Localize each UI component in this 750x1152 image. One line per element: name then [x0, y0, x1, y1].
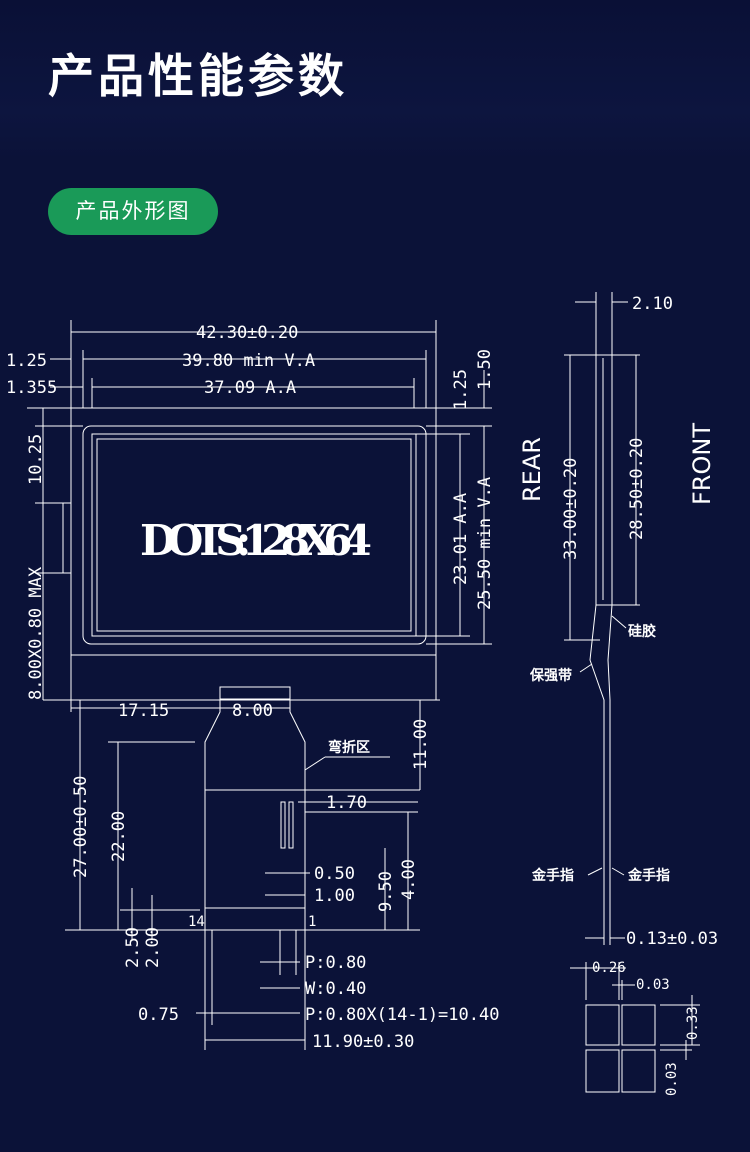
display-dots-text: DOTS:128X64: [140, 516, 372, 565]
pin-1-label: 1: [308, 914, 316, 930]
side-height-2-label: 28.50±0.20: [627, 438, 647, 540]
gold-finger-label-1: 金手指: [531, 867, 574, 884]
finger-width-label: 11.90±0.30: [312, 1032, 414, 1052]
fpc-top-label: 11.00: [411, 719, 431, 770]
bend-area-label: 弯折区: [328, 739, 370, 756]
bump-size-label: 8.00X0.80 MAX: [26, 566, 46, 700]
outline-width-label: 42.30±0.20: [196, 323, 298, 343]
fpc-offset-label: 17.15: [118, 701, 169, 721]
right-margin-1-label: 1.50: [475, 349, 495, 390]
square-dim-1-label: 0.26: [592, 960, 626, 976]
front-label: FRONT: [688, 423, 716, 505]
pad-3-label: 1.00: [314, 886, 355, 906]
pin-14-label: 14: [188, 914, 205, 930]
aa-width-label: 37.09 A.A: [204, 378, 296, 398]
pad-4-label: 9.50: [376, 871, 396, 912]
width-label: W:0.40: [305, 979, 366, 999]
thickness-label: 2.10: [632, 294, 673, 314]
square-dim-2-label: 0.03: [636, 977, 670, 993]
va-width-label: 39.80 min V.A: [182, 351, 315, 371]
left-offset-label: 10.25: [26, 434, 46, 485]
total-length-label: 27.00±0.50: [71, 776, 91, 878]
header-banner: [0, 0, 750, 160]
va-height-label: 25.50 min V.A: [475, 477, 495, 610]
fpc-thickness-label: 0.13±0.03: [626, 929, 718, 949]
side-height-1-label: 33.00±0.20: [561, 458, 581, 560]
dim-250-label: 2.50: [123, 927, 143, 968]
pad-1-label: 1.70: [326, 793, 367, 813]
gold-finger-label-2: 金手指: [627, 867, 670, 884]
edge-label: 0.75: [138, 1005, 179, 1025]
right-margin-2-label: 1.25: [451, 369, 471, 410]
fpc-width-label: 8.00: [232, 701, 273, 721]
silicone-label: 硅胶: [628, 623, 656, 640]
fpc-length-label: 22.00: [109, 811, 129, 862]
page-title: 产品性能参数: [48, 49, 348, 103]
protect-tape-label: 保强带: [529, 667, 572, 684]
left-margin-2-label: 1.355: [6, 378, 57, 398]
square-dim-4-label: 0.03: [664, 1062, 680, 1096]
aa-height-label: 23.01 A.A: [451, 493, 471, 585]
pad-2-label: 0.50: [314, 864, 355, 884]
pitch-total-label: P:0.80X(14-1)=10.40: [305, 1005, 499, 1025]
square-dim-3-label: 0.33: [685, 1006, 701, 1040]
rear-label: REAR: [518, 437, 546, 502]
pitch-label: P:0.80: [305, 953, 366, 973]
pad-5-label: 4.00: [399, 859, 419, 900]
left-margin-1-label: 1.25: [6, 351, 47, 371]
section-badge: 产品外形图: [48, 188, 218, 235]
dim-200-label: 2.00: [143, 927, 163, 968]
